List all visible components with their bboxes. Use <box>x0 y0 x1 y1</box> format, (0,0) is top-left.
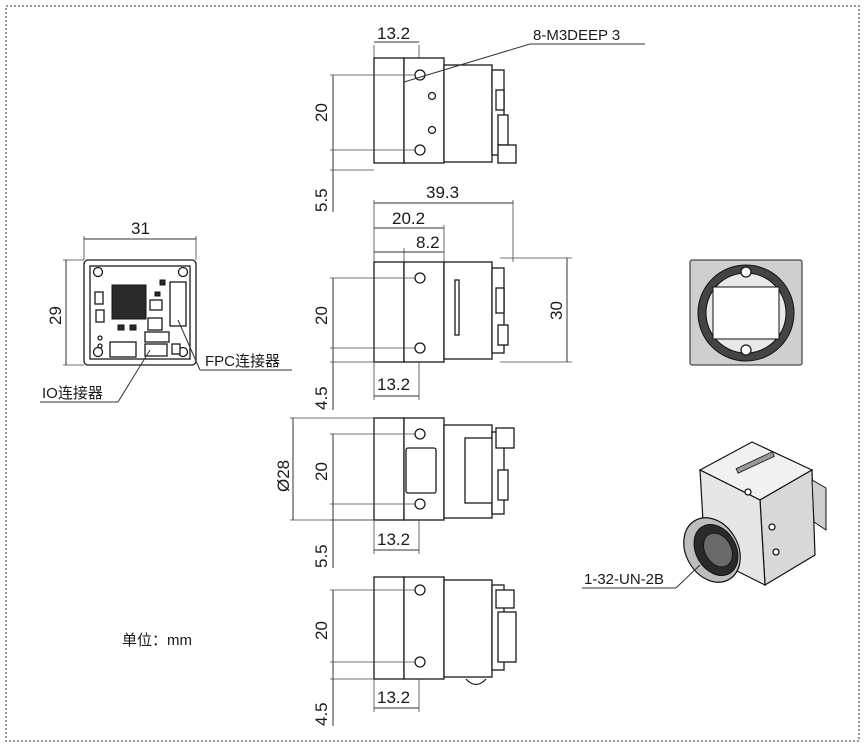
side-dim-mid: 20.2 <box>392 209 425 228</box>
drawing-frame <box>5 5 860 742</box>
bottom-dim-offset: 5.5 <box>312 544 331 568</box>
side-dim-width: 13.2 <box>377 375 410 394</box>
bottom-dim-diameter: Ø28 <box>274 460 293 492</box>
side-dim-length: 39.3 <box>426 183 459 202</box>
back-dim-width: 31 <box>131 219 150 238</box>
side-dim-short: 8.2 <box>416 233 440 252</box>
side-dim-height: 20 <box>312 306 331 325</box>
top-view <box>330 41 645 212</box>
io-label: IO连接器 <box>42 385 103 402</box>
front-view <box>689 259 803 366</box>
top-dim-width: 13.2 <box>377 24 410 43</box>
thread-label: 1-32-UN-2B <box>584 571 664 588</box>
side-view <box>330 200 572 410</box>
iso-view <box>582 441 827 589</box>
last-dim-height: 20 <box>312 621 331 640</box>
top-callout: 8-M3DEEP 3 <box>533 27 620 44</box>
bottom-dim-height: 20 <box>312 462 331 481</box>
side-dim-offset: 4.5 <box>312 386 331 410</box>
back-view <box>40 236 292 403</box>
last-view <box>330 576 517 726</box>
fpc-label: FPC连接器 <box>205 353 280 370</box>
bottom-view <box>290 417 515 568</box>
last-dim-width: 13.2 <box>377 688 410 707</box>
back-dim-height: 29 <box>46 306 65 325</box>
side-dim-total: 30 <box>547 301 566 320</box>
unit-label: 单位：mm <box>122 632 192 649</box>
top-dim-height: 20 <box>312 103 331 122</box>
bottom-dim-width: 13.2 <box>377 530 410 549</box>
top-dim-offset: 5.5 <box>312 188 331 212</box>
last-dim-offset: 4.5 <box>312 702 331 726</box>
